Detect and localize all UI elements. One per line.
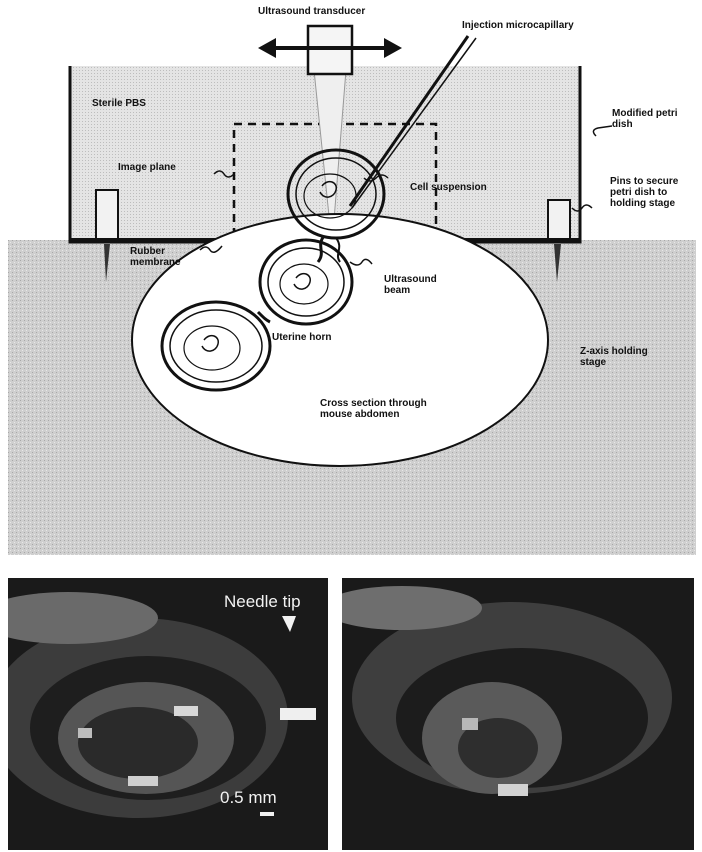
ultrasound-texture-right [342, 578, 694, 850]
needle-tip-label: Needle tip [224, 592, 301, 612]
label-uterine-horn: Uterine horn [272, 332, 331, 343]
label-injection-microcapillary: Injection microcapillary [462, 20, 574, 31]
ultrasound-texture-left [8, 578, 328, 850]
label-cross-section: Cross section through mouse abdomen [320, 398, 430, 420]
pin-right [548, 200, 570, 240]
label-ultrasound-beam: Ultrasound beam [384, 274, 450, 296]
arrow-head-left-icon [258, 38, 276, 58]
pin-left [96, 190, 118, 240]
label-rubber-membrane: Rubber membrane [130, 246, 186, 268]
scale-bar-label: 0.5 mm [220, 788, 277, 808]
label-modified-petri-dish: Modified petri dish [612, 108, 682, 130]
leader-petri-dish [593, 126, 612, 136]
injection-setup-diagram [0, 0, 702, 560]
label-pins: Pins to secure petri dish to holding sta… [610, 176, 700, 209]
arrow-head-right-icon [384, 38, 402, 58]
label-ultrasound-transducer: Ultrasound transducer [258, 6, 365, 17]
ultrasound-image-left: Needle tip 0.5 mm [8, 578, 328, 850]
label-cell-suspension: Cell suspension [410, 182, 487, 193]
label-holding-stage: Z-axis holding stage [580, 346, 660, 368]
label-image-plane: Image plane [118, 162, 176, 173]
label-sterile-pbs: Sterile PBS [92, 98, 146, 109]
ultrasound-image-right [342, 578, 694, 850]
